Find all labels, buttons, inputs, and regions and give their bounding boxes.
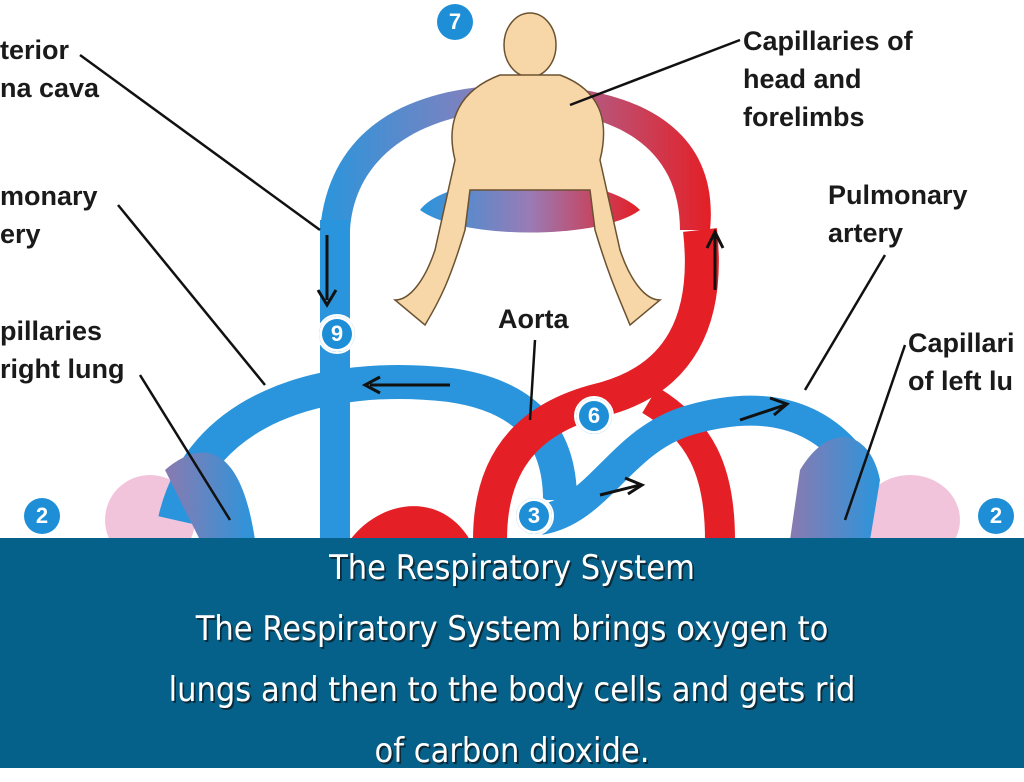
step-badge: 9 bbox=[317, 314, 357, 354]
label-anterior-vena-cava: terior na cava bbox=[0, 31, 99, 107]
label-aorta: Aorta bbox=[498, 304, 569, 334]
step-badge: 7 bbox=[437, 4, 473, 40]
step-badge: 2 bbox=[24, 498, 60, 534]
label-line: of left lu bbox=[908, 366, 1013, 396]
label-line: monary bbox=[0, 181, 98, 211]
label-line: Capillari bbox=[908, 328, 1015, 358]
label-line: na cava bbox=[0, 73, 100, 103]
label-line: head and bbox=[743, 64, 862, 94]
label-line: ery bbox=[0, 219, 41, 249]
label-pulmonary-vein: monary ery bbox=[0, 177, 98, 253]
label-line: pillaries bbox=[0, 316, 103, 346]
left-lung bbox=[860, 475, 960, 540]
body-capillary-bed bbox=[420, 180, 640, 233]
circulation-diagram bbox=[79, 12, 960, 540]
label-line: terior bbox=[0, 35, 70, 65]
pulmonary-artery bbox=[536, 395, 873, 535]
flow-arrows bbox=[316, 228, 790, 497]
right-lung-capillaries bbox=[165, 452, 255, 540]
label-capillaries-left-lung: Capillari of left lu bbox=[908, 324, 1015, 400]
step-badge: 2 bbox=[978, 498, 1014, 534]
caption-line: of carbon dioxide. bbox=[374, 731, 650, 771]
label-capillaries-head: Capillaries of head and forelimbs bbox=[743, 22, 913, 136]
label-pulmonary-artery: Pulmonary artery bbox=[828, 176, 968, 252]
heart-red bbox=[350, 506, 470, 540]
aorta-descending bbox=[642, 387, 735, 540]
caption-bar: The Respiratory System The Respiratory S… bbox=[0, 538, 1024, 771]
caption-line: lungs and then to the body cells and get… bbox=[168, 670, 856, 710]
label-line: forelimbs bbox=[743, 102, 865, 132]
head-capillary-bed bbox=[320, 85, 711, 230]
label-line: right lung bbox=[0, 354, 125, 384]
step-badge: 3 bbox=[514, 496, 554, 536]
step-badge: 6 bbox=[574, 396, 614, 436]
label-line: Capillaries of bbox=[743, 26, 913, 56]
label-capillaries-right-lung: pillaries right lung bbox=[0, 312, 124, 388]
left-lung-capillaries bbox=[790, 437, 880, 540]
label-line: Pulmonary bbox=[828, 180, 968, 210]
label-line: artery bbox=[828, 218, 904, 248]
leader-lines bbox=[79, 38, 907, 521]
human-figure bbox=[392, 12, 663, 327]
caption-title: The Respiratory System bbox=[329, 548, 695, 588]
caption-line: The Respiratory System brings oxygen to bbox=[195, 609, 829, 649]
